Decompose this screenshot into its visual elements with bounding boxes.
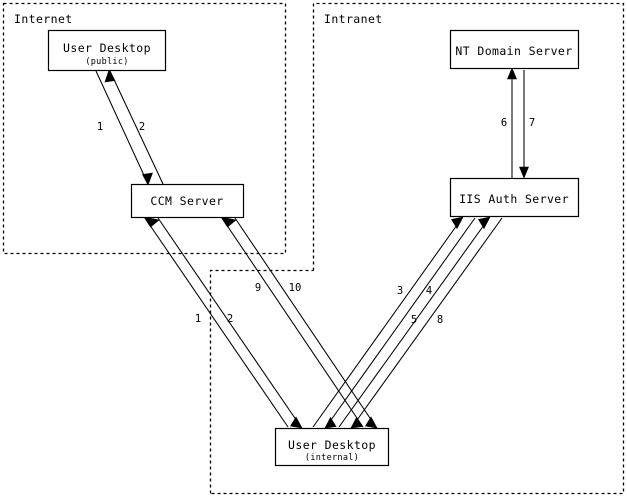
node-user-desktop-public-box[interactable] [47,29,167,72]
node-user-desktop-public[interactable]: User Desktop (public) [47,29,167,72]
step-label-iis-to-nt-reply: 7 [529,117,535,129]
flow-line-1-public [95,70,149,185]
flow-line-4 [325,217,476,428]
step-label-internal-to-iis-c: 5 [411,314,417,326]
step-label-internal-to-ccm-reply: 2 [227,313,233,325]
zone-label-internet: Internet [14,12,73,26]
flow-public-desktop-ccm [95,69,164,186]
step-label-ccm-to-internal-b: 10 [289,282,302,294]
node-iis-auth-server-box[interactable] [449,177,580,218]
arrowhead-1-internal [143,216,160,228]
node-iis-auth-server[interactable]: IIS Auth Server [449,177,580,218]
node-user-desktop-internal[interactable]: User Desktop (internal) [274,427,390,467]
node-user-desktop-public-subtitle: (public) [85,57,128,67]
node-nt-domain-server-box[interactable] [449,29,580,70]
step-number-labels: 1 2 1 2 9 10 3 4 5 8 6 7 [97,117,535,326]
node-ccm-server[interactable]: CCM Server [130,183,245,219]
zone-label-intranet: Intranet [324,12,383,26]
node-nt-domain-server-title: NT Domain Server [455,44,572,58]
step-label-internal-to-iis-b: 4 [426,285,432,297]
zone-internal-boundary [209,269,314,494]
step-label-public-to-ccm-reply: 2 [139,121,145,133]
flow-line-1-internal [144,217,289,428]
arrowhead-8 [350,416,363,429]
node-iis-auth-server-title: IIS Auth Server [459,192,569,206]
zone-internet-boundary [2,2,287,255]
zone-intranet-boundary [210,2,625,495]
step-label-public-to-ccm-request: 1 [97,121,103,133]
flow-line-3 [312,217,463,428]
node-user-desktop-internal-subtitle: (internal) [305,453,359,463]
step-label-iis-to-nt-request: 6 [501,117,507,129]
step-label-ccm-to-internal-a: 9 [255,282,261,294]
arrowhead-2-public [104,69,116,83]
flow-line-2-internal [157,217,302,428]
flow-ccm-internal-desktop-12 [143,216,303,429]
step-label-internal-to-iis-a: 3 [397,285,403,297]
arrowhead-9 [220,216,237,228]
flow-line-2-public [109,70,164,185]
arrowhead-7 [519,166,529,179]
flow-iis-internal-desktop-58 [338,216,503,429]
arrowhead-4 [324,416,337,429]
arrowhead-2-internal [290,416,303,429]
step-label-internal-to-ccm-request: 1 [195,313,201,325]
node-user-desktop-internal-box[interactable] [274,427,390,467]
arrowhead-10 [365,416,378,429]
flow-line-10 [234,217,377,428]
node-user-desktop-internal-title: User Desktop [288,438,376,452]
node-ccm-server-box[interactable] [130,183,245,219]
flow-iis-nt-domain [507,67,529,179]
node-ccm-server-title: CCM Server [150,194,223,208]
node-nt-domain-server[interactable]: NT Domain Server [449,29,580,70]
arrowhead-6 [507,67,517,80]
flow-iis-internal-desktop-34 [312,216,476,429]
flow-line-9 [221,217,364,428]
arrowhead-3 [451,216,464,230]
arrowhead-1-public [142,172,153,186]
step-label-internal-to-iis-d: 8 [437,314,443,326]
flow-ccm-internal-desktop-910 [220,216,378,429]
node-user-desktop-public-title: User Desktop [63,41,151,55]
flow-line-8 [351,217,503,428]
flow-line-5 [338,217,490,428]
arrowhead-5 [478,216,491,230]
